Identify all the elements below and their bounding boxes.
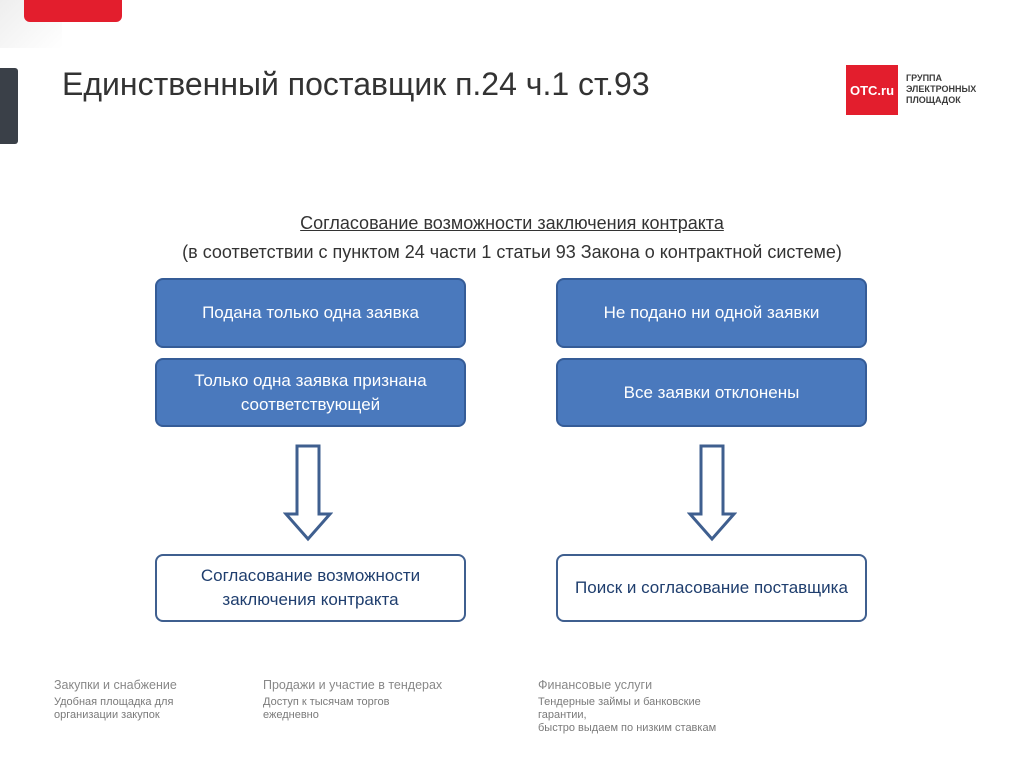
corner-red-tab: [24, 0, 122, 22]
footer-column-finance: Финансовые услуги Тендерные займы и банк…: [538, 678, 716, 735]
footer-desc-purchases: Удобная площадка для организации закупок: [54, 696, 174, 721]
left-result-box: Согласование возможности заключения конт…: [155, 554, 466, 622]
left-condition-box-1: Подана только одна заявка: [155, 278, 466, 348]
footer-title-purchases[interactable]: Закупки и снабжение: [54, 678, 177, 692]
footer-column-purchases: Закупки и снабжение Удобная площадка для…: [54, 678, 177, 722]
right-down-arrow-icon: [687, 444, 737, 542]
diagram-heading: Согласование возможности заключения конт…: [300, 213, 724, 233]
logo-text: ГРУППА ЭЛЕКТРОННЫХ ПЛОЩАДОК: [906, 73, 977, 105]
right-result-box: Поиск и согласование поставщика: [556, 554, 867, 622]
left-condition-box-2: Только одна заявка признана соответствую…: [155, 358, 466, 427]
company-logo: ОТС.ru ГРУППА ЭЛЕКТРОННЫХ ПЛОЩАДОК: [846, 65, 986, 115]
footer-title-sales[interactable]: Продажи и участие в тендерах: [263, 678, 443, 692]
left-down-arrow-icon: [283, 444, 333, 542]
side-accent-bar: [0, 68, 18, 144]
diagram-subheading: (в соответствии с пунктом 24 части 1 ста…: [182, 242, 842, 262]
footer-title-finance[interactable]: Финансовые услуги: [538, 678, 653, 692]
footer-desc-finance: Тендерные займы и банковские гарантии, б…: [538, 696, 717, 734]
footer-column-sales: Продажи и участие в тендерах Доступ к ты…: [263, 678, 442, 722]
right-condition-box-2: Все заявки отклонены: [556, 358, 867, 427]
logo-mark: ОТС.ru: [846, 65, 898, 115]
right-condition-box-1: Не подано ни одной заявки: [556, 278, 867, 348]
footer-desc-sales: Доступ к тысячам торгов ежедневно: [263, 696, 390, 721]
page-title: Единственный поставщик п.24 ч.1 ст.93: [62, 66, 650, 102]
